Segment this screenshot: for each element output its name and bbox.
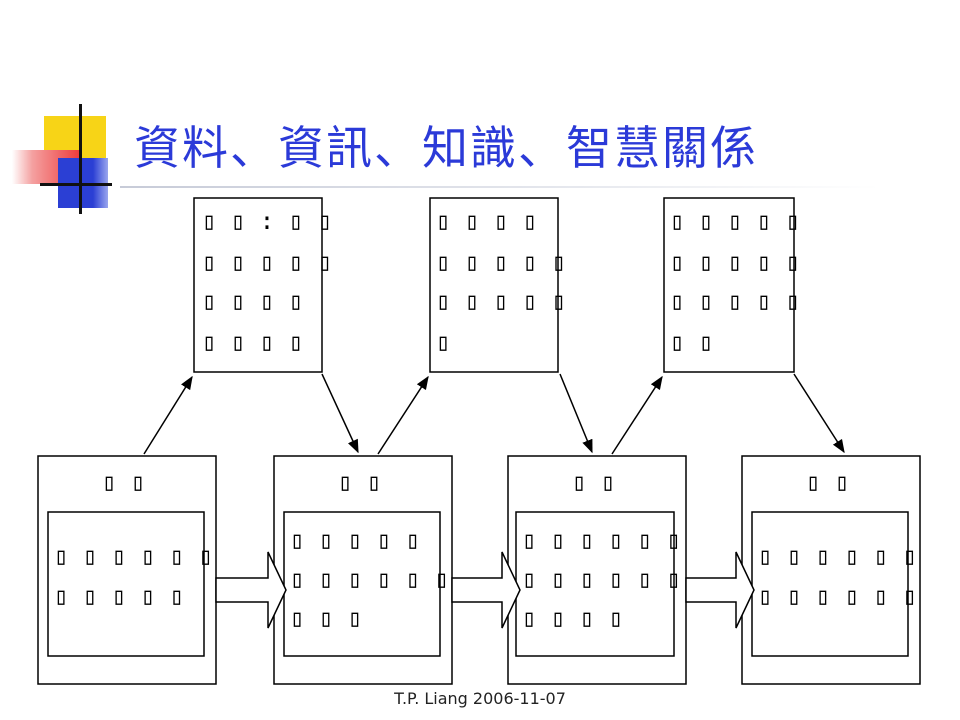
upper-box-2-line-4: ▯ (436, 328, 450, 356)
lower-box-2-line-2: ▯ ▯ ▯ ▯ ▯ ▯ (290, 565, 449, 593)
upper-box-1-line-2: ▯ ▯ ▯ ▯ ▯ (202, 248, 332, 276)
block-arrow-1 (215, 551, 287, 629)
block-arrow-2 (451, 551, 521, 629)
arrow-upper3-to-lower4 (793, 373, 845, 454)
upper-box-1-line-1: ▯ ▯ : ▯ ▯ (202, 207, 332, 235)
lower-box-2-line-3: ▯ ▯ ▯ (290, 604, 362, 632)
arrow-lower3-to-upper3 (611, 375, 663, 455)
lower-box-3-heading: ▯ ▯ (572, 468, 615, 496)
upper-box-2: ▯ ▯ ▯ ▯ ▯ ▯ ▯ ▯ ▯ ▯ ▯ ▯ ▯ ▯ ▯ (429, 197, 566, 373)
lower-box-1-heading: ▯ ▯ (102, 468, 145, 496)
arrow-upper2-to-lower3 (559, 373, 593, 454)
upper-box-3: ▯ ▯ ▯ ▯ ▯ ▯ ▯ ▯ ▯ ▯ ▯ ▯ ▯ ▯ ▯ ▯ ▯ (663, 197, 800, 373)
lower-box-4-line-2: ▯ ▯ ▯ ▯ ▯ ▯ (758, 582, 917, 610)
lower-box-4: ▯ ▯ ▯ ▯ ▯ ▯ ▯ ▯ ▯ ▯ ▯ ▯ ▯ ▯ (741, 455, 921, 685)
lower-box-3-line-1: ▯ ▯ ▯ ▯ ▯ ▯ (522, 526, 681, 554)
upper-box-1-line-3: ▯ ▯ ▯ ▯ (202, 287, 303, 315)
upper-box-1-line-4: ▯ ▯ ▯ ▯ (202, 328, 303, 356)
upper-box-3-line-4: ▯ ▯ (670, 328, 713, 356)
title-underline (120, 186, 880, 188)
upper-box-2-line-1: ▯ ▯ ▯ ▯ (436, 207, 537, 235)
slide-title: 資料、資訊、知識、智慧關係 (134, 121, 758, 175)
lower-box-2-heading: ▯ ▯ (338, 468, 381, 496)
decor-horizontal-line (40, 183, 112, 186)
lower-box-1-line-2: ▯ ▯ ▯ ▯ ▯ (54, 582, 184, 610)
lower-box-3-line-2: ▯ ▯ ▯ ▯ ▯ ▯ (522, 565, 681, 593)
upper-box-2-line-3: ▯ ▯ ▯ ▯ ▯ (436, 287, 566, 315)
arrow-upper1-to-lower2 (321, 373, 359, 454)
lower-box-3: ▯ ▯ ▯ ▯ ▯ ▯ ▯ ▯ ▯ ▯ ▯ ▯ ▯ ▯ ▯ ▯ ▯ ▯ (507, 455, 687, 685)
block-arrow-3 (685, 551, 755, 629)
lower-box-1: ▯ ▯ ▯ ▯ ▯ ▯ ▯ ▯ ▯ ▯ ▯ ▯ ▯ (37, 455, 217, 685)
decor-vertical-line (79, 104, 82, 214)
lower-box-2: ▯ ▯ ▯ ▯ ▯ ▯ ▯ ▯ ▯ ▯ ▯ ▯ ▯ ▯ ▯ ▯ (273, 455, 453, 685)
lower-box-4-line-1: ▯ ▯ ▯ ▯ ▯ ▯ (758, 542, 917, 570)
lower-box-1-line-1: ▯ ▯ ▯ ▯ ▯ ▯ (54, 542, 213, 570)
lower-box-2-line-1: ▯ ▯ ▯ ▯ ▯ (290, 526, 420, 554)
upper-box-1: ▯ ▯ : ▯ ▯ ▯ ▯ ▯ ▯ ▯ ▯ ▯ ▯ ▯ ▯ ▯ ▯ ▯ (193, 197, 332, 373)
upper-box-3-line-2: ▯ ▯ ▯ ▯ ▯ (670, 248, 800, 276)
lower-box-3-line-3: ▯ ▯ ▯ ▯ (522, 604, 623, 632)
lower-box-4-heading: ▯ ▯ (806, 468, 849, 496)
upper-box-3-line-1: ▯ ▯ ▯ ▯ ▯ (670, 207, 800, 235)
arrow-lower1-to-upper1 (143, 375, 193, 455)
upper-box-3-line-3: ▯ ▯ ▯ ▯ ▯ (670, 287, 800, 315)
arrow-lower2-to-upper2 (377, 375, 429, 455)
slide-footer: T.P. Liang 2006-11-07 (394, 689, 566, 708)
upper-box-2-line-2: ▯ ▯ ▯ ▯ ▯ (436, 248, 566, 276)
